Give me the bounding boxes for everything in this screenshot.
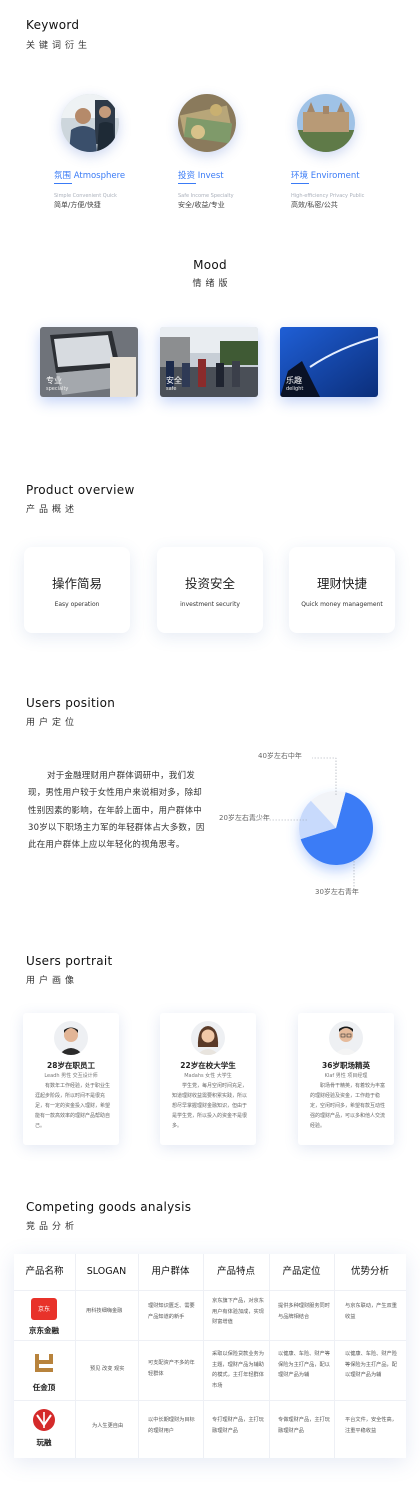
portrait-card-elite: 36岁职场精英 Klaf 男性 项目经理 职场骨干精英，有着较为丰富的理财经验及… (298, 1013, 394, 1145)
header-advantage: 优势分析 (350, 1266, 389, 1277)
avatar-elite (329, 1021, 363, 1055)
mood-specialty-cn: 专业 (46, 376, 62, 385)
competing-table: 产品名称 SLOGAN 用户群体 产品特点 产品定位 优势分析 京东 京东金融 … (14, 1254, 406, 1458)
mood-specialty-en: specialty (46, 386, 69, 392)
position-title-cn: 用户定位 (26, 718, 79, 728)
competing-title-cn: 竞品分析 (26, 1222, 79, 1232)
mood-safe-cn: 安全 (166, 376, 182, 385)
row-jd-features: 京东旗下产品，对京东用户有体验加成，实现财富增值 (212, 1298, 264, 1325)
portrait-elite-desc: 职场骨干精英，有着较为丰富的理财经验及资金，工作趋于稳定，空闲时间多，希望有款互… (310, 1083, 386, 1129)
keyword-invest-title: 投资 Invest (178, 171, 224, 181)
keyword-environment-tags: 高效/私密/公共 (291, 201, 338, 209)
pie-label-40: 40岁左右中年 (258, 752, 302, 760)
header-product-name: 产品名称 (25, 1266, 64, 1277)
keyword-title-en: Keyword (26, 18, 80, 32)
pie-label-20: 20岁左右青少年 (219, 814, 270, 822)
product-card-quick-title: 理财快捷 (316, 576, 367, 591)
renjinding-logo-icon (35, 1354, 53, 1372)
row-renjinding-name: 任金顶 (32, 1383, 56, 1392)
portrait-elite-meta: Klaf 男性 项目经理 (324, 1073, 368, 1079)
mood-title-en: Mood (193, 258, 227, 272)
competing-title-en: Competing goods analysis (26, 1200, 192, 1214)
product-card-easy-sub: Easy operation (54, 601, 100, 608)
product-card-security-title: 投资安全 (184, 576, 235, 591)
mood-image-safe: 安全 safe (160, 327, 258, 397)
header-user-group: 用户群体 (151, 1266, 190, 1277)
keyword-environment-title: 环境 Enviroment (291, 171, 360, 181)
keyword-environment-sub: High-efficiency Privacy Public (291, 193, 365, 199)
portrait-student-meta: Madahs 女性 大学生 (184, 1073, 232, 1079)
product-card-quick-sub: Quick money management (301, 601, 383, 608)
age-pie-chart (239, 757, 373, 887)
wanrong-logo-icon (33, 1409, 55, 1431)
keyword-invest-tags: 安全/收益/专业 (178, 201, 225, 209)
portrait-card-employee: 28岁在职员工 Leadh 男性 交互设计师 有数年工作经验，处于职业生涯起步阶… (23, 1013, 119, 1145)
row-wanrong-positioning: 专做理财产品，主打玩融理财产品 (278, 1417, 330, 1434)
environment-photo (297, 94, 355, 152)
keyword-atmosphere-underline (54, 183, 72, 184)
keyword-invest-sub: Safe Income Specialty (178, 193, 234, 199)
row-jd-slogan: 用科技细嗨金融 (86, 1308, 123, 1314)
avatar-employee (54, 1021, 88, 1055)
portrait-employee-desc: 有数年工作经验，处于职业生涯起步阶段，所以时间不是很充足，有一定的资金投入理财，… (35, 1083, 111, 1129)
header-positioning: 产品定位 (282, 1266, 321, 1277)
portrait-employee-meta: Leadh 男性 交互设计师 (44, 1073, 98, 1079)
row-renjinding-features: 采取以保险贷款业务为主题，理财产品为辅助的模式，主打年轻群体市场 (212, 1351, 264, 1389)
pie-leader-40 (312, 757, 337, 795)
atmosphere-photo (61, 94, 119, 152)
portrait-title-en: Users portrait (26, 954, 113, 968)
row-wanrong-users: 以中长期理财为目标的理财用户 (148, 1417, 195, 1434)
pie-slice-1 (299, 800, 336, 840)
position-title-en: Users position (26, 696, 116, 710)
portrait-title-cn: 用户画像 (26, 976, 79, 986)
keyword-environment-underline (291, 183, 309, 184)
pie-label-30: 30岁左右青年 (315, 888, 359, 896)
keyword-atmosphere-sub: Simple Convenient Quick (54, 193, 117, 199)
pie-slice-0 (300, 792, 373, 865)
jd-finance-logo-icon: 京东 (31, 1298, 57, 1320)
product-card-security-sub: investment security (180, 601, 240, 608)
row-renjinding-positioning: 以健康、车险、财产等保险为主打产品，配以理财产品为辅 (278, 1351, 330, 1378)
keyword-atmosphere-title: 氛围 Atmosphere (54, 171, 126, 181)
position-paragraph: 对于金融理财用户群体调研中，我们发现，男性用户较于女性用户来说相对多，除却性别因… (28, 771, 205, 851)
mood-image-specialty: 专业 specialty (40, 327, 138, 397)
row-jd-users: 理财知识匮乏、需要产品知道的新手 (148, 1303, 195, 1320)
jd-finance-logo-text: 京东 (37, 1306, 50, 1313)
row-renjinding-slogan: 预见 改变 观实 (90, 1366, 125, 1372)
product-card-quick: 理财快捷 Quick money management (289, 547, 395, 633)
mood-image-delight: 乐趣 delight (280, 327, 378, 397)
mood-delight-en: delight (286, 386, 304, 392)
row-wanrong-advantage: 平台文件，安全性高，注重平稳收益 (345, 1417, 397, 1434)
invest-photo (178, 94, 236, 152)
row-wanrong-name: 玩融 (36, 1438, 52, 1447)
mood-title-cn: 情绪版 (192, 279, 232, 289)
header-features: 产品特点 (216, 1266, 255, 1277)
keyword-invest-underline (178, 183, 196, 184)
row-renjinding-advantage: 以健康、车险、财产险等保险为主打产品，配以理财产品为辅 (345, 1351, 397, 1378)
portrait-employee-title: 28岁在职员工 (47, 1061, 95, 1070)
product-title-cn: 产品概述 (26, 505, 79, 515)
row-wanrong-slogan: 为人生更自由 (92, 1423, 124, 1429)
avatar-student (191, 1021, 225, 1055)
header-slogan: SLOGAN (86, 1266, 127, 1277)
portrait-elite-title: 36岁职场精英 (322, 1061, 370, 1070)
pie-slice-2 (310, 791, 346, 828)
mood-delight-cn: 乐趣 (286, 376, 302, 385)
portrait-card-student: 22岁在校大学生 Madahs 女性 大学生 学生党，每月空闲时间充足，知道理财… (160, 1013, 256, 1145)
row-jd-advantage: 与京东联动，产生双重收益 (345, 1303, 397, 1320)
row-wanrong-features: 专打理财产品，主打玩融理财产品 (212, 1417, 264, 1434)
product-title-en: Product overview (26, 483, 135, 497)
row-jd-positioning: 提供多种理财服务同时与品牌相结合 (278, 1303, 330, 1320)
keyword-atmosphere-tags: 简单/方便/快捷 (54, 201, 101, 209)
row-renjinding-users: 可支配资产不多的年轻群体 (148, 1360, 195, 1377)
row-jd-name: 京东金融 (29, 1326, 59, 1335)
mood-safe-en: safe (166, 386, 177, 392)
portrait-student-desc: 学生党，每月空闲时间充足，知道理财收益需要积累实践，所以想尽早掌握理财金融知识，… (172, 1083, 248, 1129)
product-card-easy: 操作简易 Easy operation (24, 547, 130, 633)
product-card-security: 投资安全 investment security (157, 547, 263, 633)
product-card-easy-title: 操作简易 (51, 576, 102, 591)
keyword-title-cn: 关键词衍生 (26, 41, 92, 51)
portrait-student-title: 22岁在校大学生 (180, 1061, 236, 1070)
